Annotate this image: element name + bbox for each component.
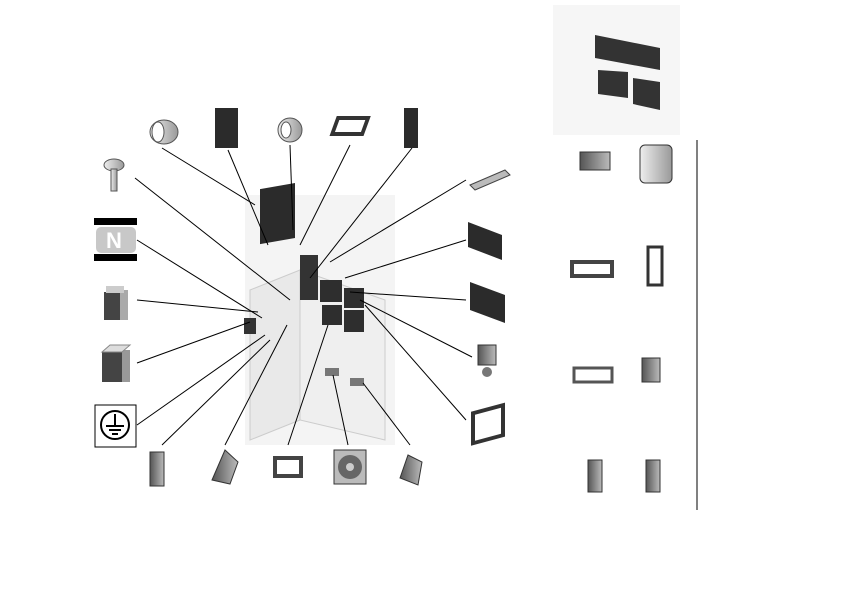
clamp-icon	[579, 151, 611, 171]
heatsink-plate-icon	[215, 108, 238, 148]
mounting-frame-icon	[471, 402, 505, 446]
screw-icon	[103, 158, 125, 192]
capacitor-block-icon	[100, 344, 132, 382]
neutral-label: N	[106, 228, 122, 253]
heatsink-panel	[300, 255, 318, 300]
spare-parts-grid	[570, 144, 673, 493]
assembly-thumbnail	[553, 5, 680, 135]
frame-icon	[572, 366, 614, 384]
clamp-icon	[645, 459, 661, 493]
saddle-clamp-icon	[273, 456, 303, 478]
frame-icon	[570, 260, 614, 278]
heatsink-module-icon	[468, 222, 502, 260]
ferrite-ring-icon	[277, 117, 303, 143]
connector-strip-icon	[469, 169, 511, 191]
clamp-bracket-icon	[477, 344, 497, 377]
spring-clip-icon	[399, 454, 423, 486]
clip-icon	[211, 449, 239, 485]
frame-icon	[646, 245, 664, 287]
earth-ground-symbol-icon	[94, 404, 137, 448]
central-assembly	[244, 182, 395, 445]
heatsink-plate-icon	[404, 108, 418, 148]
bracket-icon	[639, 144, 673, 184]
heatsink-module-icon	[470, 282, 505, 323]
terminal-block-icon	[104, 286, 128, 320]
cable-clamp-icon	[329, 116, 371, 136]
clamp-icon	[641, 357, 661, 383]
neutral-terminal-label-icon: N	[94, 218, 137, 261]
clamp-icon	[149, 451, 165, 487]
leader-lines	[134, 144, 473, 446]
cooling-fan-icon	[333, 449, 367, 485]
ferrite-core-icon	[149, 119, 179, 145]
heatsink-panel	[260, 182, 295, 245]
clamp-icon	[587, 459, 603, 493]
